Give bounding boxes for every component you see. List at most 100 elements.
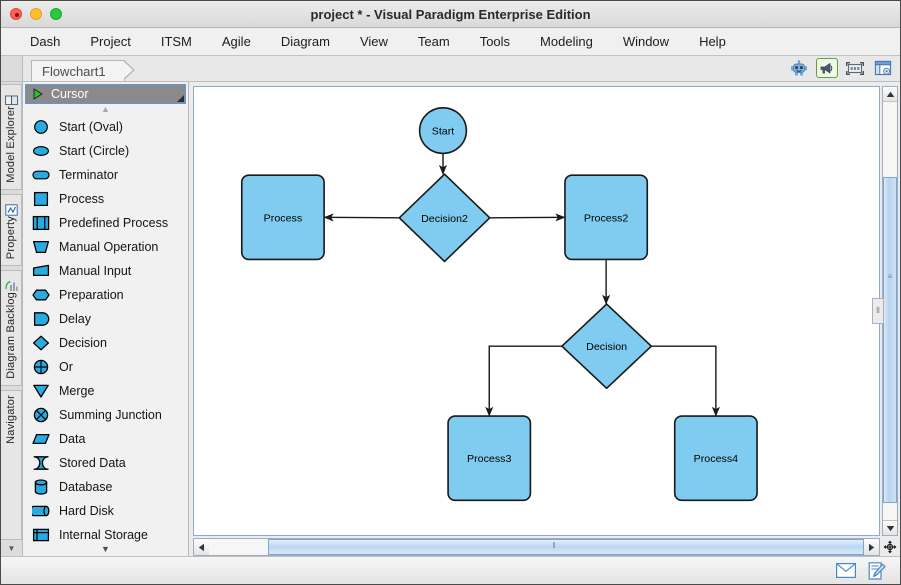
predefined-process-icon: [31, 214, 51, 232]
rail-tab-model-explorer[interactable]: Model Explorer: [1, 84, 22, 190]
palette-item-process[interactable]: Process: [23, 187, 188, 211]
menu-item-diagram[interactable]: Diagram: [280, 34, 330, 49]
node-shape-process[interactable]: [447, 415, 532, 502]
palette-item-hard-disk[interactable]: Hard Disk: [23, 499, 188, 523]
menu-item-itsm[interactable]: ITSM: [160, 34, 192, 49]
vertical-scroll-track[interactable]: ≡ ⦀: [872, 102, 897, 520]
palette-item-cursor[interactable]: Cursor: [25, 84, 186, 104]
rail-tab-diagram-backlog[interactable]: Diagram Backlog: [1, 269, 22, 386]
delay-shape-icon: [31, 310, 51, 328]
palette-scroll-down[interactable]: ▼: [23, 543, 188, 556]
node-label: Process3: [467, 453, 512, 465]
data-parallelogram-icon: [31, 430, 51, 448]
edge-decision-to-process3[interactable]: [485, 345, 562, 417]
menu-item-team[interactable]: Team: [417, 34, 450, 49]
palette-item-start-circle[interactable]: Start (Circle): [23, 139, 188, 163]
merge-triangle-icon: [31, 382, 51, 400]
edge-decision-to-process4[interactable]: [651, 345, 720, 417]
palette-item-summing-junction[interactable]: Summing Junction: [23, 403, 188, 427]
palette-item-decision[interactable]: Decision: [23, 331, 188, 355]
node-decision[interactable]: Decision: [561, 303, 653, 390]
diagram-backlog-icon: [4, 280, 18, 292]
scroll-left-button[interactable]: [194, 539, 209, 555]
node-shape-process[interactable]: [240, 174, 325, 261]
node-process4[interactable]: Process4: [673, 415, 758, 502]
close-button[interactable]: [10, 8, 22, 20]
pan-move-icon[interactable]: [882, 538, 898, 556]
window-controls: [1, 8, 62, 20]
menu-item-agile[interactable]: Agile: [221, 34, 251, 49]
palette-item-label: Process: [59, 191, 105, 206]
node-shape-diamond[interactable]: [561, 303, 653, 390]
palette-item-preparation[interactable]: Preparation: [23, 283, 188, 307]
megaphone-announcement-icon[interactable]: [816, 58, 838, 78]
menu-item-dash[interactable]: Dash: [30, 34, 61, 49]
palette-item-manual-input[interactable]: Manual Input: [23, 259, 188, 283]
minimize-button[interactable]: [30, 8, 42, 20]
node-shape-diamond[interactable]: [398, 173, 491, 263]
rail-tab-navigator[interactable]: Navigator: [1, 389, 22, 540]
rail-tab-property[interactable]: Property: [1, 193, 22, 266]
palette-item-label: Hard Disk: [59, 503, 114, 518]
menu-bar: Dash Project ITSM Agile Diagram View Team Tools…: [1, 28, 900, 56]
palette-item-terminator[interactable]: Terminator: [23, 163, 188, 187]
palette-item-stored-data[interactable]: Stored Data: [23, 451, 188, 475]
palette-item-merge[interactable]: Merge: [23, 379, 188, 403]
scroll-up-button[interactable]: [883, 87, 897, 102]
mail-envelope-icon[interactable]: [836, 563, 856, 578]
shape-palette: Cursor ▲ Start (Oval)Start (Circle)Termi…: [23, 82, 189, 556]
note-pencil-icon[interactable]: [868, 561, 886, 580]
palette-item-start-oval[interactable]: Start (Oval): [23, 115, 188, 139]
palette-item-internal-storage[interactable]: Internal Storage: [23, 523, 188, 543]
vertical-scroll-thumb[interactable]: ≡: [883, 177, 897, 504]
node-decision2[interactable]: Decision2: [398, 173, 491, 263]
circle-shape-icon: [31, 118, 51, 136]
node-shape-circle[interactable]: [418, 107, 468, 155]
hard-disk-icon: [31, 502, 51, 520]
vertical-scrollbar[interactable]: ≡ ⦀: [872, 86, 898, 536]
palette-item-label: Delay: [59, 311, 91, 326]
horizontal-scroll-thumb[interactable]: ‖: [267, 539, 864, 555]
node-label: Process2: [584, 212, 629, 224]
manual-operation-icon: [31, 238, 51, 256]
palette-item-label: Data: [59, 431, 86, 446]
palette-item-data[interactable]: Data: [23, 427, 188, 451]
palette-item-or[interactable]: Or: [23, 355, 188, 379]
palette-scroll-up[interactable]: ▲: [101, 103, 110, 114]
palette-item-delay[interactable]: Delay: [23, 307, 188, 331]
palette-item-manual-operation[interactable]: Manual Operation: [23, 235, 188, 259]
horizontal-scrollbar[interactable]: ‖: [193, 538, 880, 556]
menu-item-modeling[interactable]: Modeling: [540, 34, 593, 49]
menu-item-help[interactable]: Help: [699, 34, 726, 49]
scroll-right-button[interactable]: [864, 539, 879, 555]
node-process2[interactable]: Process2: [564, 174, 649, 261]
menu-item-tools[interactable]: Tools: [479, 34, 511, 49]
diagram-window-icon[interactable]: [872, 58, 894, 78]
node-label: Process: [264, 212, 303, 224]
node-process3[interactable]: Process3: [447, 415, 532, 502]
menu-item-project[interactable]: Project: [90, 34, 131, 49]
menu-item-view[interactable]: View: [359, 34, 388, 49]
horizontal-thumb-grip: ‖: [552, 541, 556, 550]
canvas-split-handle[interactable]: ⦀: [872, 298, 884, 325]
scroll-down-button[interactable]: [883, 520, 897, 535]
palette-item-database[interactable]: Database: [23, 475, 188, 499]
rail-tab-label: Model Explorer: [5, 106, 17, 183]
property-icon: [4, 204, 18, 216]
node-process[interactable]: Process: [240, 174, 325, 261]
horizontal-scroll-track[interactable]: ‖: [209, 539, 864, 555]
palette-item-label: Stored Data: [59, 455, 126, 470]
rail-overflow-arrow[interactable]: ▼: [7, 544, 16, 553]
node-shape-process[interactable]: [673, 415, 758, 502]
menu-item-window[interactable]: Window: [622, 34, 670, 49]
filmstrip-slides-icon[interactable]: [844, 58, 866, 78]
node-shape-process[interactable]: [564, 174, 649, 261]
maximize-button[interactable]: [50, 8, 62, 20]
palette-item-predefined-process[interactable]: Predefined Process: [23, 211, 188, 235]
node-start[interactable]: Start: [418, 107, 468, 155]
robot-assistant-icon[interactable]: [788, 58, 810, 78]
palette-item-label: Internal Storage: [59, 527, 148, 542]
tab-flowchart1[interactable]: Flowchart1: [31, 60, 135, 81]
